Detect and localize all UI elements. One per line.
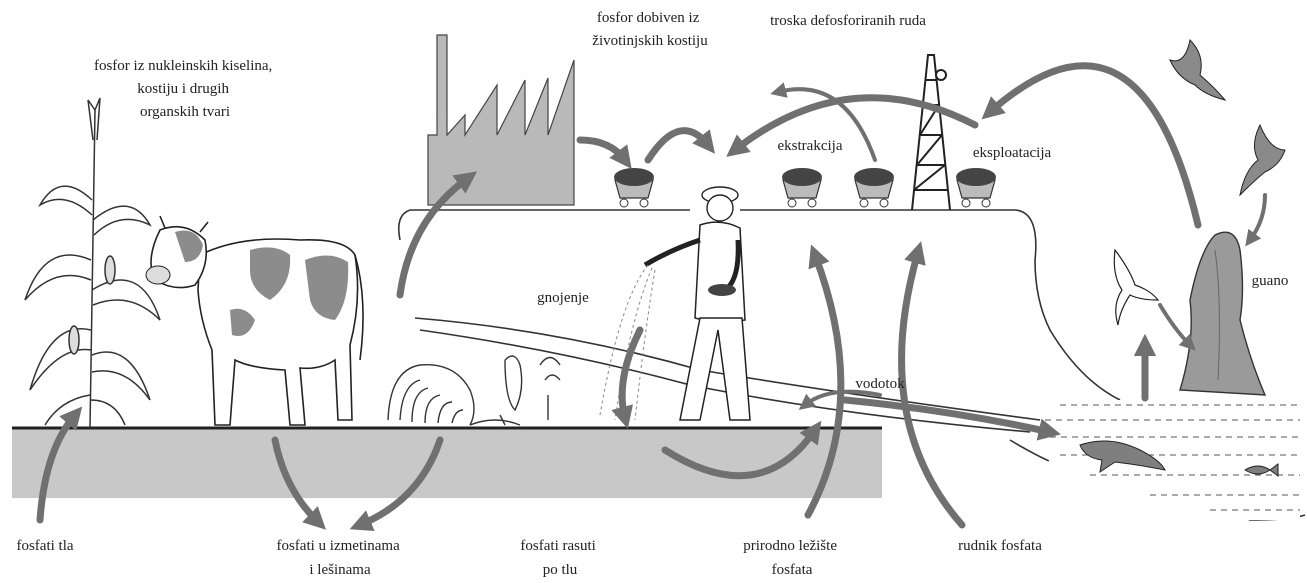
label-scattered: fosfati rasuti po tlu xyxy=(520,538,599,578)
label-watercourse: vodotok xyxy=(855,376,905,392)
label-mine: rudnik fosfata xyxy=(958,538,1042,554)
cow-icon xyxy=(146,216,363,425)
ore-cart-2 xyxy=(782,168,822,207)
guano-cliff xyxy=(1180,232,1265,395)
label-guano: guano xyxy=(1252,273,1289,289)
bird-icon-3 xyxy=(1114,250,1158,325)
arrow-bird-to-cliff-2 xyxy=(1160,305,1190,345)
sea xyxy=(1010,400,1305,520)
ore-cart-1 xyxy=(614,168,654,207)
label-bones: fosfor dobiven iz životinjskih kostiju xyxy=(592,10,708,49)
arrow-factory-to-cart xyxy=(580,140,625,160)
factory-icon xyxy=(428,35,574,205)
label-organic: fosfor iz nukleinskih kiselina, kostiju … xyxy=(94,58,276,120)
animal-remains-icon xyxy=(388,356,560,425)
label-slag: troska defosforiranih ruda xyxy=(770,13,926,29)
bird-icon-2 xyxy=(1240,125,1285,195)
ore-cart-3 xyxy=(854,168,894,207)
arrow-fertilizing xyxy=(622,330,640,418)
label-exploitation: eksploatacija xyxy=(973,145,1052,161)
label-soil-phosphates: fosfati tla xyxy=(16,538,73,554)
soil-band xyxy=(12,428,882,498)
label-extraction: ekstrakcija xyxy=(778,138,843,154)
corn-plant-icon xyxy=(25,98,160,428)
ore-cart-4 xyxy=(956,168,996,207)
label-excrement: fosfati u izmetinama i lešinama xyxy=(276,538,403,578)
plateau-outline xyxy=(410,210,1120,400)
plateau-left-edge xyxy=(399,210,410,240)
label-deposit: prirodno ležište fosfata xyxy=(743,538,840,578)
mine-tower-icon xyxy=(912,55,950,210)
label-fertilizing: gnojenje xyxy=(537,290,589,306)
bird-icon-1 xyxy=(1170,40,1225,100)
arrow-bird-to-cliff xyxy=(1250,195,1265,240)
arrow-cart-to-fertilizer xyxy=(648,131,708,160)
arrow-mine-up xyxy=(902,252,962,525)
